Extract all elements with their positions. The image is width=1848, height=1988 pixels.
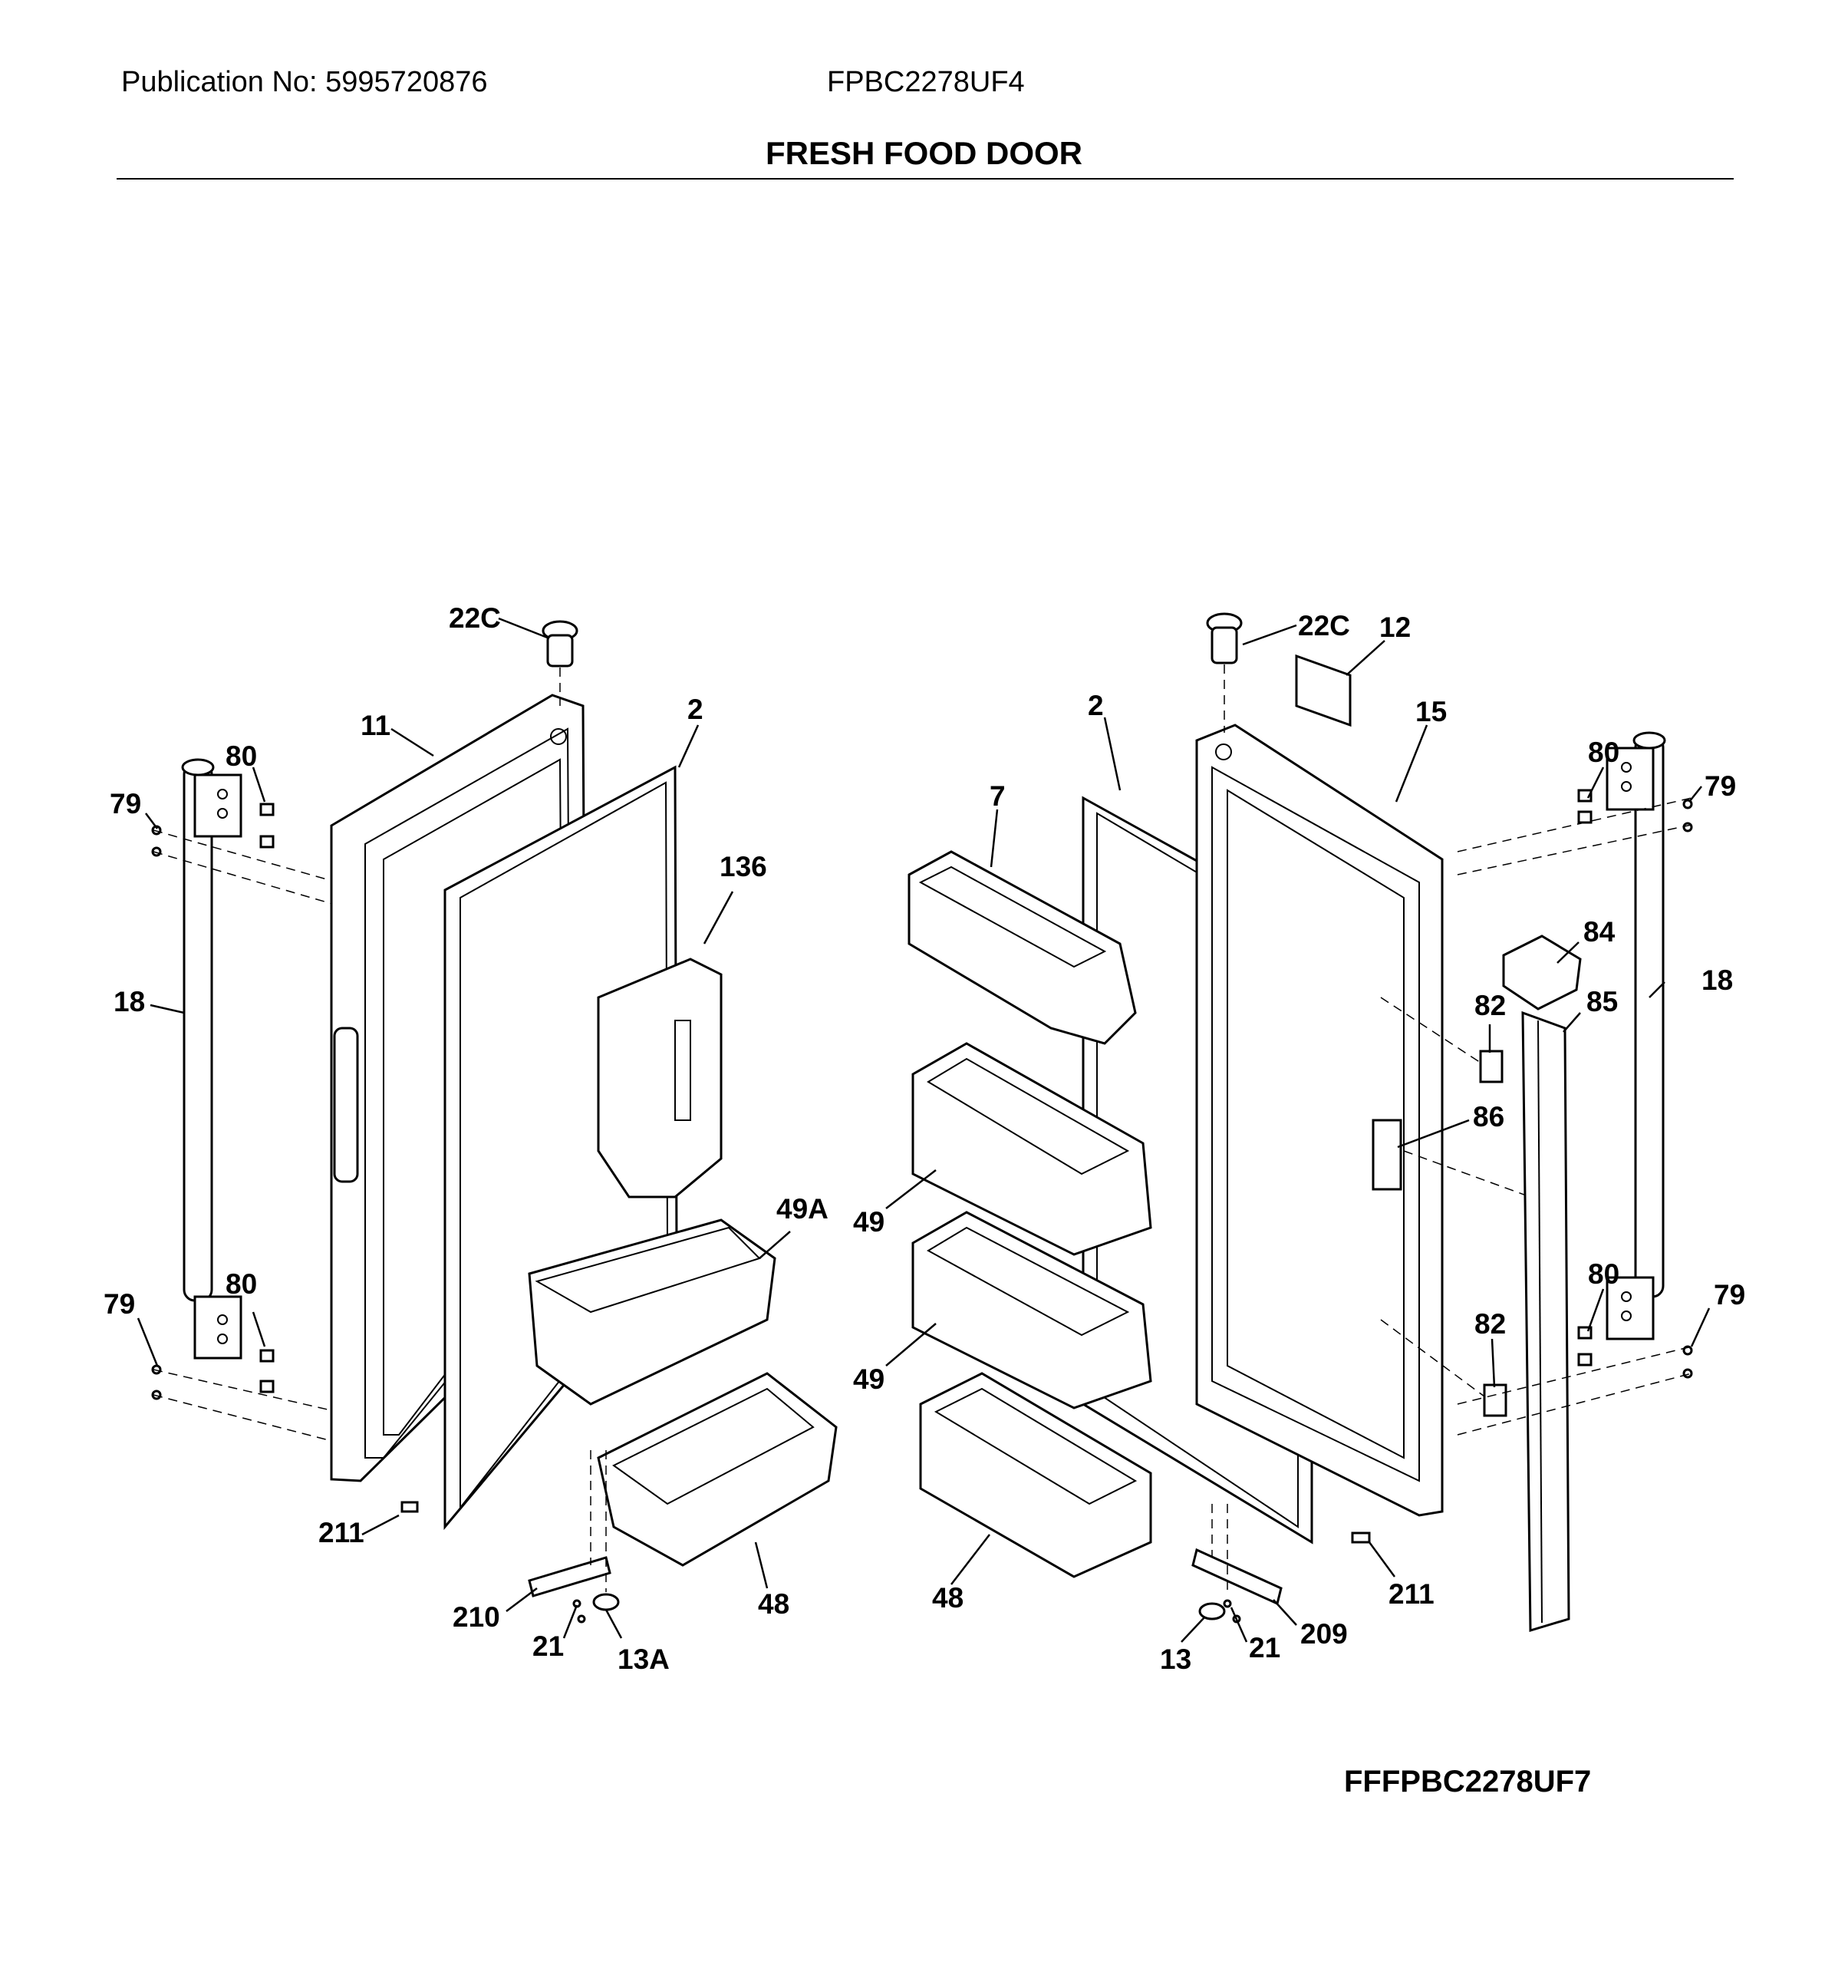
left-stop-part xyxy=(400,1501,419,1513)
leader-lines xyxy=(137,617,1711,1643)
callout-79-upper-right: 79 xyxy=(1705,770,1736,802)
clip-82-lower-part xyxy=(1483,1383,1507,1417)
callout-211-left: 211 xyxy=(318,1517,364,1548)
callout-21-left: 21 xyxy=(532,1630,564,1662)
callout-18-right: 18 xyxy=(1701,964,1733,996)
bin-136-part xyxy=(597,958,723,1198)
callout-labels: 22C 11 2 80 79 18 136 49A 79 80 211 210 … xyxy=(104,602,1745,1675)
callout-7: 7 xyxy=(990,780,1006,812)
callout-79-upper-left: 79 xyxy=(110,788,141,819)
left-bushing-part xyxy=(542,620,578,668)
callout-80-upper-left: 80 xyxy=(226,740,257,772)
callout-18-left: 18 xyxy=(114,986,145,1017)
callout-11: 11 xyxy=(361,710,390,741)
callout-80-upper-right: 80 xyxy=(1588,737,1619,768)
callout-79-lower-left: 79 xyxy=(104,1288,135,1320)
callout-22c-left: 22C xyxy=(449,602,501,634)
bin-49-upper-part xyxy=(911,1042,1152,1256)
label-12-part xyxy=(1295,654,1352,727)
callout-13: 13 xyxy=(1160,1643,1191,1675)
callout-2-left: 2 xyxy=(687,694,703,725)
bin-49-lower-part xyxy=(911,1211,1152,1409)
callout-80-lower-right: 80 xyxy=(1588,1258,1619,1290)
left-handle-part xyxy=(181,758,242,1360)
callout-48-left: 48 xyxy=(758,1588,789,1620)
right-hinge-part xyxy=(1191,1548,1283,1624)
callout-84: 84 xyxy=(1583,916,1616,948)
callout-82-lower: 82 xyxy=(1474,1308,1506,1340)
callout-15: 15 xyxy=(1415,696,1447,727)
right-bushing-part xyxy=(1206,612,1243,664)
callout-49-lower: 49 xyxy=(853,1363,884,1395)
right-handle-part xyxy=(1606,731,1666,1340)
callout-209: 209 xyxy=(1300,1618,1348,1650)
right-stop-part xyxy=(1351,1531,1371,1544)
bin-48-right-part xyxy=(919,1372,1152,1578)
trim-85-part xyxy=(1521,1010,1570,1633)
left-hinge-part xyxy=(528,1556,620,1624)
title-rule xyxy=(117,178,1734,180)
clip-82-upper-part xyxy=(1479,1050,1504,1083)
callout-211-right: 211 xyxy=(1388,1578,1435,1610)
callout-49-upper: 49 xyxy=(853,1206,884,1238)
callout-21-right: 21 xyxy=(1249,1632,1280,1663)
callout-79-lower-right: 79 xyxy=(1714,1279,1745,1310)
callout-80-lower-left: 80 xyxy=(226,1268,257,1300)
right-door-part xyxy=(1195,724,1444,1517)
publication-number: Publication No: 5995720876 xyxy=(121,66,488,98)
callout-136: 136 xyxy=(720,851,767,882)
diagram-code: FFFPBC2278UF7 xyxy=(1344,1765,1592,1798)
callout-85: 85 xyxy=(1586,986,1618,1017)
callout-13a: 13A xyxy=(618,1643,670,1675)
callout-49a: 49A xyxy=(776,1193,828,1225)
callout-210: 210 xyxy=(453,1601,500,1633)
bracket-84-part xyxy=(1502,935,1582,1010)
bin-7-part xyxy=(908,850,1137,1045)
page-title: FRESH FOOD DOOR xyxy=(765,135,1082,171)
callout-82-upper: 82 xyxy=(1474,990,1506,1021)
bin-48-left-part xyxy=(597,1372,838,1567)
callout-86: 86 xyxy=(1473,1101,1504,1132)
callout-2-right: 2 xyxy=(1088,690,1104,721)
callout-22c-right: 22C xyxy=(1298,610,1350,641)
model-number: FPBC2278UF4 xyxy=(827,66,1025,98)
callout-12: 12 xyxy=(1379,612,1411,643)
left-fasteners xyxy=(151,803,275,1400)
callout-48-right: 48 xyxy=(932,1582,964,1614)
